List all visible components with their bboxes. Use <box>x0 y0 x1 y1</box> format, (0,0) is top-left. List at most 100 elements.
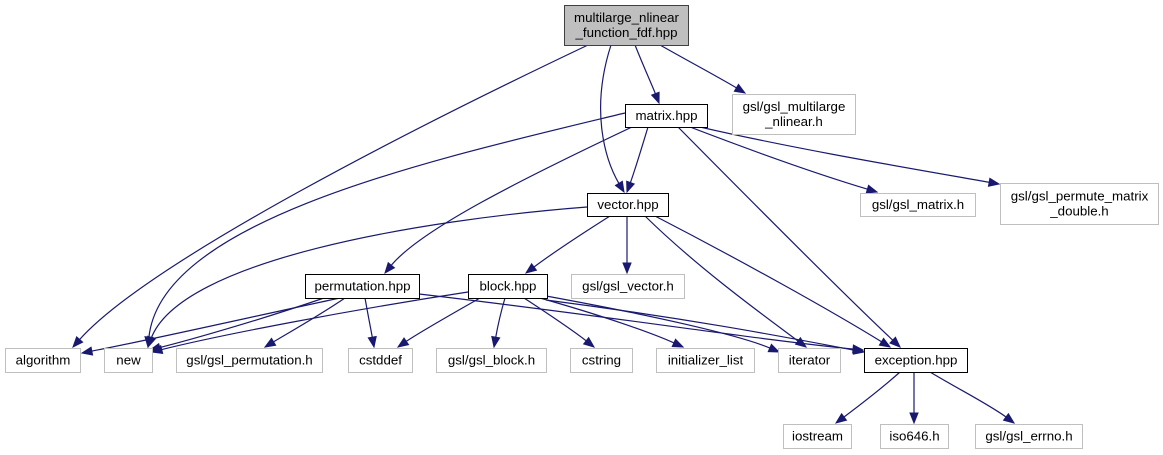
edge-block-to-iterator <box>545 295 781 353</box>
node-permutation[interactable]: permutation.hpp <box>305 274 420 299</box>
node-box <box>436 348 547 373</box>
edge-line <box>629 126 649 184</box>
arrowhead-icon <box>150 344 164 355</box>
node-label: iostream <box>792 429 843 444</box>
node-label: exception.hpp <box>875 353 958 368</box>
node-gsl-block: gsl/gsl_block.h <box>436 348 547 373</box>
node-label: gsl/gsl_block.h <box>448 353 535 368</box>
node-label: gsl/gsl_permute_matrix <box>1011 189 1149 204</box>
node-box <box>5 348 81 373</box>
node-box <box>176 348 323 373</box>
node-iso646: iso646.h <box>880 424 949 449</box>
node-label: iterator <box>789 353 831 368</box>
edge-matrix-to-vector <box>626 126 649 194</box>
edge-line <box>699 126 991 184</box>
edge-line <box>90 297 341 352</box>
edge-matrix-to-exception <box>677 126 901 348</box>
arrowhead-icon <box>1002 412 1016 424</box>
arrowhead-icon <box>396 337 410 348</box>
node-label: cstring <box>582 353 621 368</box>
edges-layer <box>72 44 1016 425</box>
arrowhead-icon <box>909 412 919 425</box>
edge-line <box>644 215 800 343</box>
arrowhead-icon <box>384 261 396 275</box>
nodes-layer: multilarge_nlinear_function_fdf.hppmatri… <box>5 5 1159 449</box>
node-iostream: iostream <box>783 424 852 449</box>
node-root[interactable]: multilarge_nlinear_function_fdf.hpp <box>564 5 689 46</box>
arrowhead-icon <box>650 91 660 105</box>
node-initializer-list: initializer_list <box>656 348 755 373</box>
node-exception[interactable]: exception.hpp <box>864 348 968 373</box>
edge-line <box>150 206 588 339</box>
arrowhead-icon <box>671 338 685 348</box>
node-box <box>564 5 689 46</box>
node-vector[interactable]: vector.hpp <box>587 193 669 217</box>
edge-block-to-cstring <box>523 297 596 348</box>
edge-line <box>689 126 869 191</box>
node-block[interactable]: block.hpp <box>468 274 548 299</box>
edge-block-to-gsl_block <box>491 297 506 349</box>
edge-vector-to-block <box>524 215 611 274</box>
node-box <box>104 348 153 373</box>
edge-line <box>600 44 620 185</box>
node-label: multilarge_nlinear <box>574 10 680 25</box>
edge-root-to-matrix <box>634 44 660 105</box>
edge-vector-to-iterator <box>644 215 808 348</box>
node-label: gsl/gsl_errno.h <box>985 429 1072 444</box>
node-box <box>783 424 852 449</box>
node-box <box>864 348 968 373</box>
edge-block-to-exception <box>545 299 866 355</box>
arrowhead-icon <box>767 343 781 353</box>
arrowhead-icon <box>794 336 808 348</box>
node-box <box>860 193 976 217</box>
edge-matrix-to-gsl_matrix <box>689 126 879 194</box>
node-box <box>1000 183 1159 225</box>
node-label: _nlinear.h <box>764 114 823 129</box>
edge-line <box>659 44 738 89</box>
edge-line <box>418 293 855 350</box>
arrowhead-icon <box>614 180 625 194</box>
node-gsl-multilarge-nlinear: gsl/gsl_multilarge_nlinear.h <box>732 94 856 135</box>
arrowhead-icon <box>878 337 892 348</box>
edge-permutation-to-gsl_permutation <box>263 297 346 348</box>
node-label: block.hpp <box>480 279 537 294</box>
edge-line <box>160 291 469 351</box>
arrowhead-icon <box>367 335 377 349</box>
node-label: gsl/gsl_permutation.h <box>186 353 312 368</box>
arrowhead-icon <box>834 412 848 424</box>
arrowhead-icon <box>626 180 636 194</box>
node-box <box>880 424 949 449</box>
arrowhead-icon <box>733 83 747 94</box>
edge-line <box>158 297 325 349</box>
edge-exception-to-gsl_errno <box>929 371 1016 424</box>
arrowhead-icon <box>491 335 501 349</box>
edge-permutation-to-algorithm <box>80 297 341 356</box>
node-box <box>625 104 708 128</box>
node-gsl-permutation: gsl/gsl_permutation.h <box>176 348 323 373</box>
arrowhead-icon <box>72 335 84 349</box>
edge-line <box>539 297 676 344</box>
edge-exception-to-iostream <box>834 371 901 424</box>
node-box <box>468 274 548 299</box>
edge-matrix-to-new <box>144 112 626 349</box>
arrowhead-icon <box>622 262 632 275</box>
node-label: _double.h <box>1049 204 1108 219</box>
edge-line <box>545 295 771 349</box>
arrowhead-icon <box>889 336 901 348</box>
edge-vector-to-exception <box>654 215 892 348</box>
edge-line <box>405 297 481 343</box>
edge-line <box>654 215 883 343</box>
node-gsl-errno: gsl/gsl_errno.h <box>975 424 1083 449</box>
edge-block-to-new <box>150 291 469 355</box>
node-box <box>975 424 1083 449</box>
node-label: vector.hpp <box>597 197 658 212</box>
edge-root-to-algorithm <box>72 44 589 349</box>
node-algorithm: algorithm <box>5 348 81 373</box>
edge-matrix-to-permutation <box>384 126 633 275</box>
node-gsl-permute-matrix-double: gsl/gsl_permute_matrix_double.h <box>1000 183 1159 225</box>
node-matrix[interactable]: matrix.hpp <box>625 104 708 128</box>
node-label: gsl/gsl_vector.h <box>582 279 674 294</box>
edge-block-to-initializer_list <box>539 297 685 348</box>
edge-matrix-to-gsl_permute_matrix_double <box>699 126 1001 187</box>
node-label: new <box>116 353 141 368</box>
